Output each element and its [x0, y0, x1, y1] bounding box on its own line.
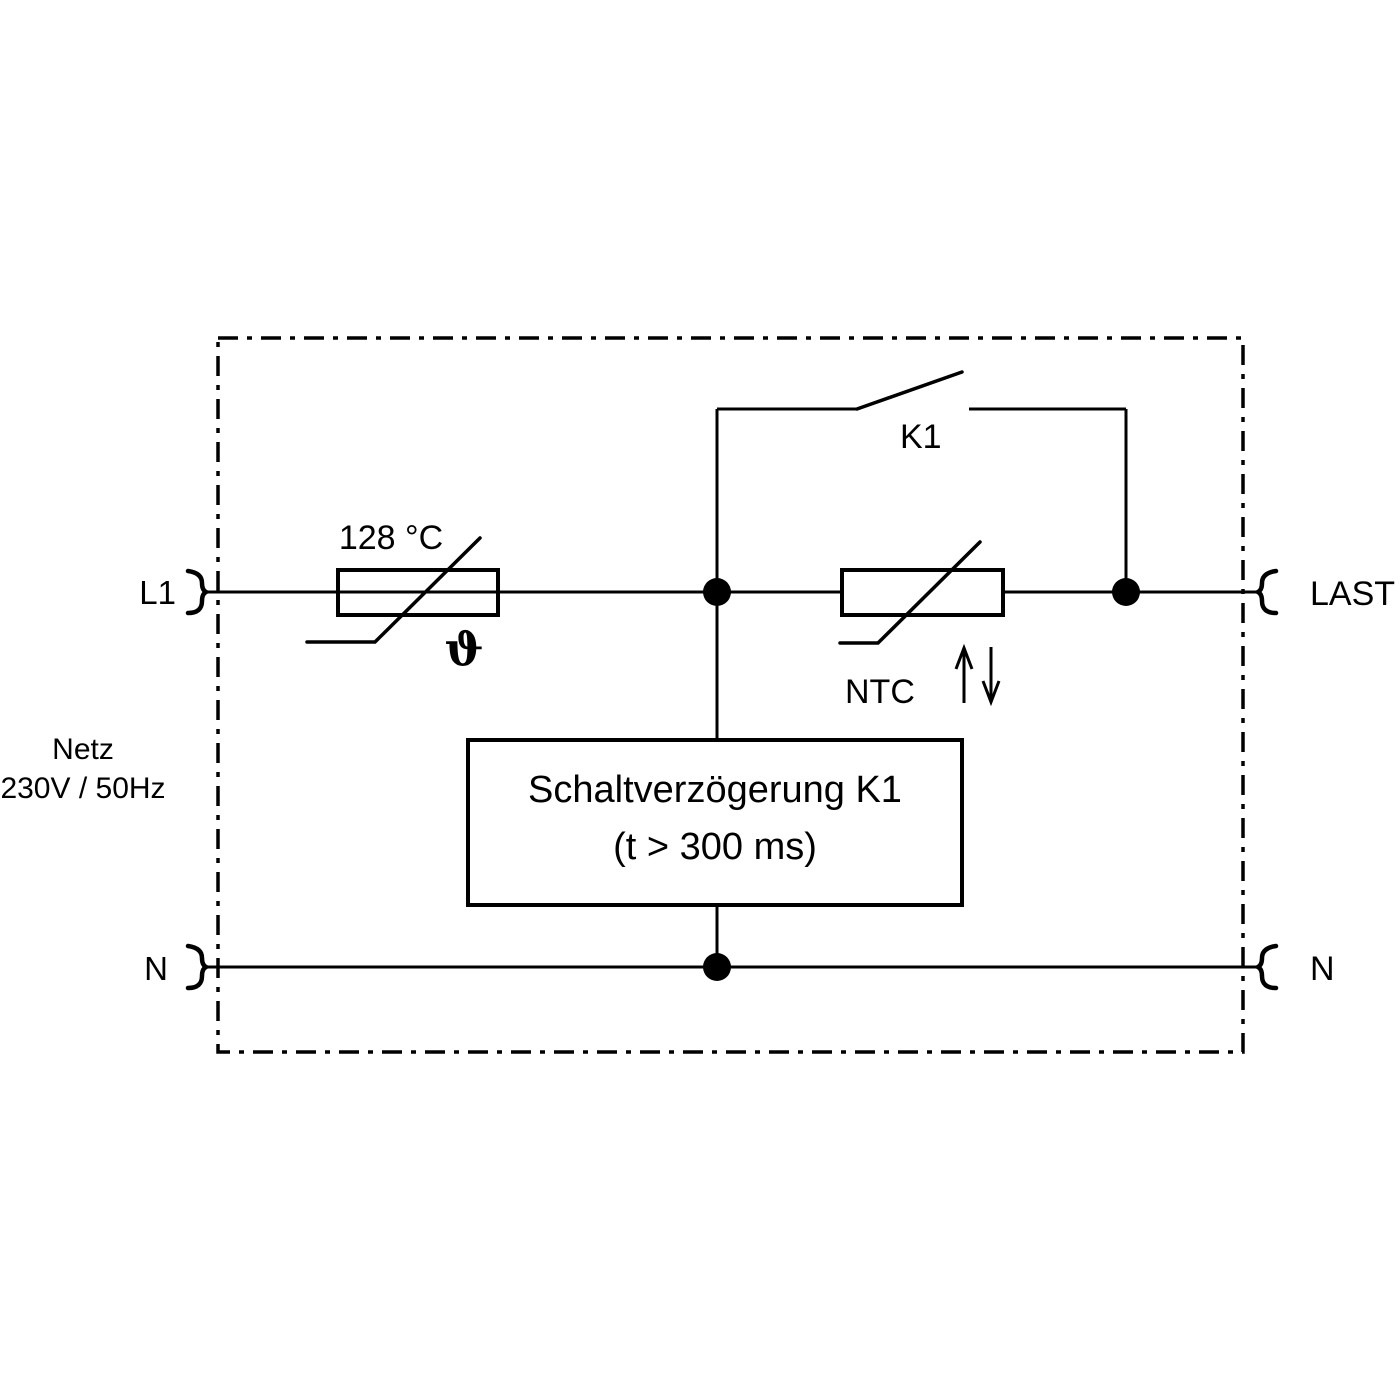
terminal-last — [1252, 568, 1279, 616]
junction-dot-l1-left — [703, 578, 731, 606]
ntc-label: NTC — [845, 673, 915, 711]
l1-label: L1 — [139, 574, 176, 611]
n-right-label: N — [1310, 950, 1335, 988]
delay-box-label-line1: Schaltverzögerung K1 — [528, 769, 902, 811]
thermal-fuse-temp-label: 128 °C — [339, 519, 443, 557]
netz-label-line2: 230V / 50Hz — [0, 772, 165, 805]
delay-box-label-line2: (t > 300 ms) — [613, 826, 817, 868]
theta-symbol: ϑ — [444, 622, 483, 676]
thermal-fuse-body — [336, 568, 500, 617]
thermal-fuse-diagonal — [305, 536, 482, 644]
junction-dot-l1-right — [1112, 578, 1140, 606]
terminal-n-left — [185, 943, 212, 991]
ntc-diagonal — [838, 540, 982, 645]
k1-label: K1 — [900, 418, 942, 456]
junction-dot-n — [703, 953, 731, 981]
arrow-up-icon — [954, 643, 974, 703]
delay-box — [466, 738, 964, 907]
netz-label-line1: Netz — [52, 733, 114, 766]
k1-contact-blade — [855, 370, 964, 411]
n-left-label: N — [144, 950, 168, 987]
arrow-down-icon — [981, 647, 1001, 707]
terminal-n-right — [1252, 943, 1279, 991]
terminal-l1 — [185, 568, 212, 616]
device-enclosure-border — [216, 336, 1245, 1054]
ntc-body — [840, 568, 1005, 617]
last-label: LAST — [1310, 575, 1395, 613]
